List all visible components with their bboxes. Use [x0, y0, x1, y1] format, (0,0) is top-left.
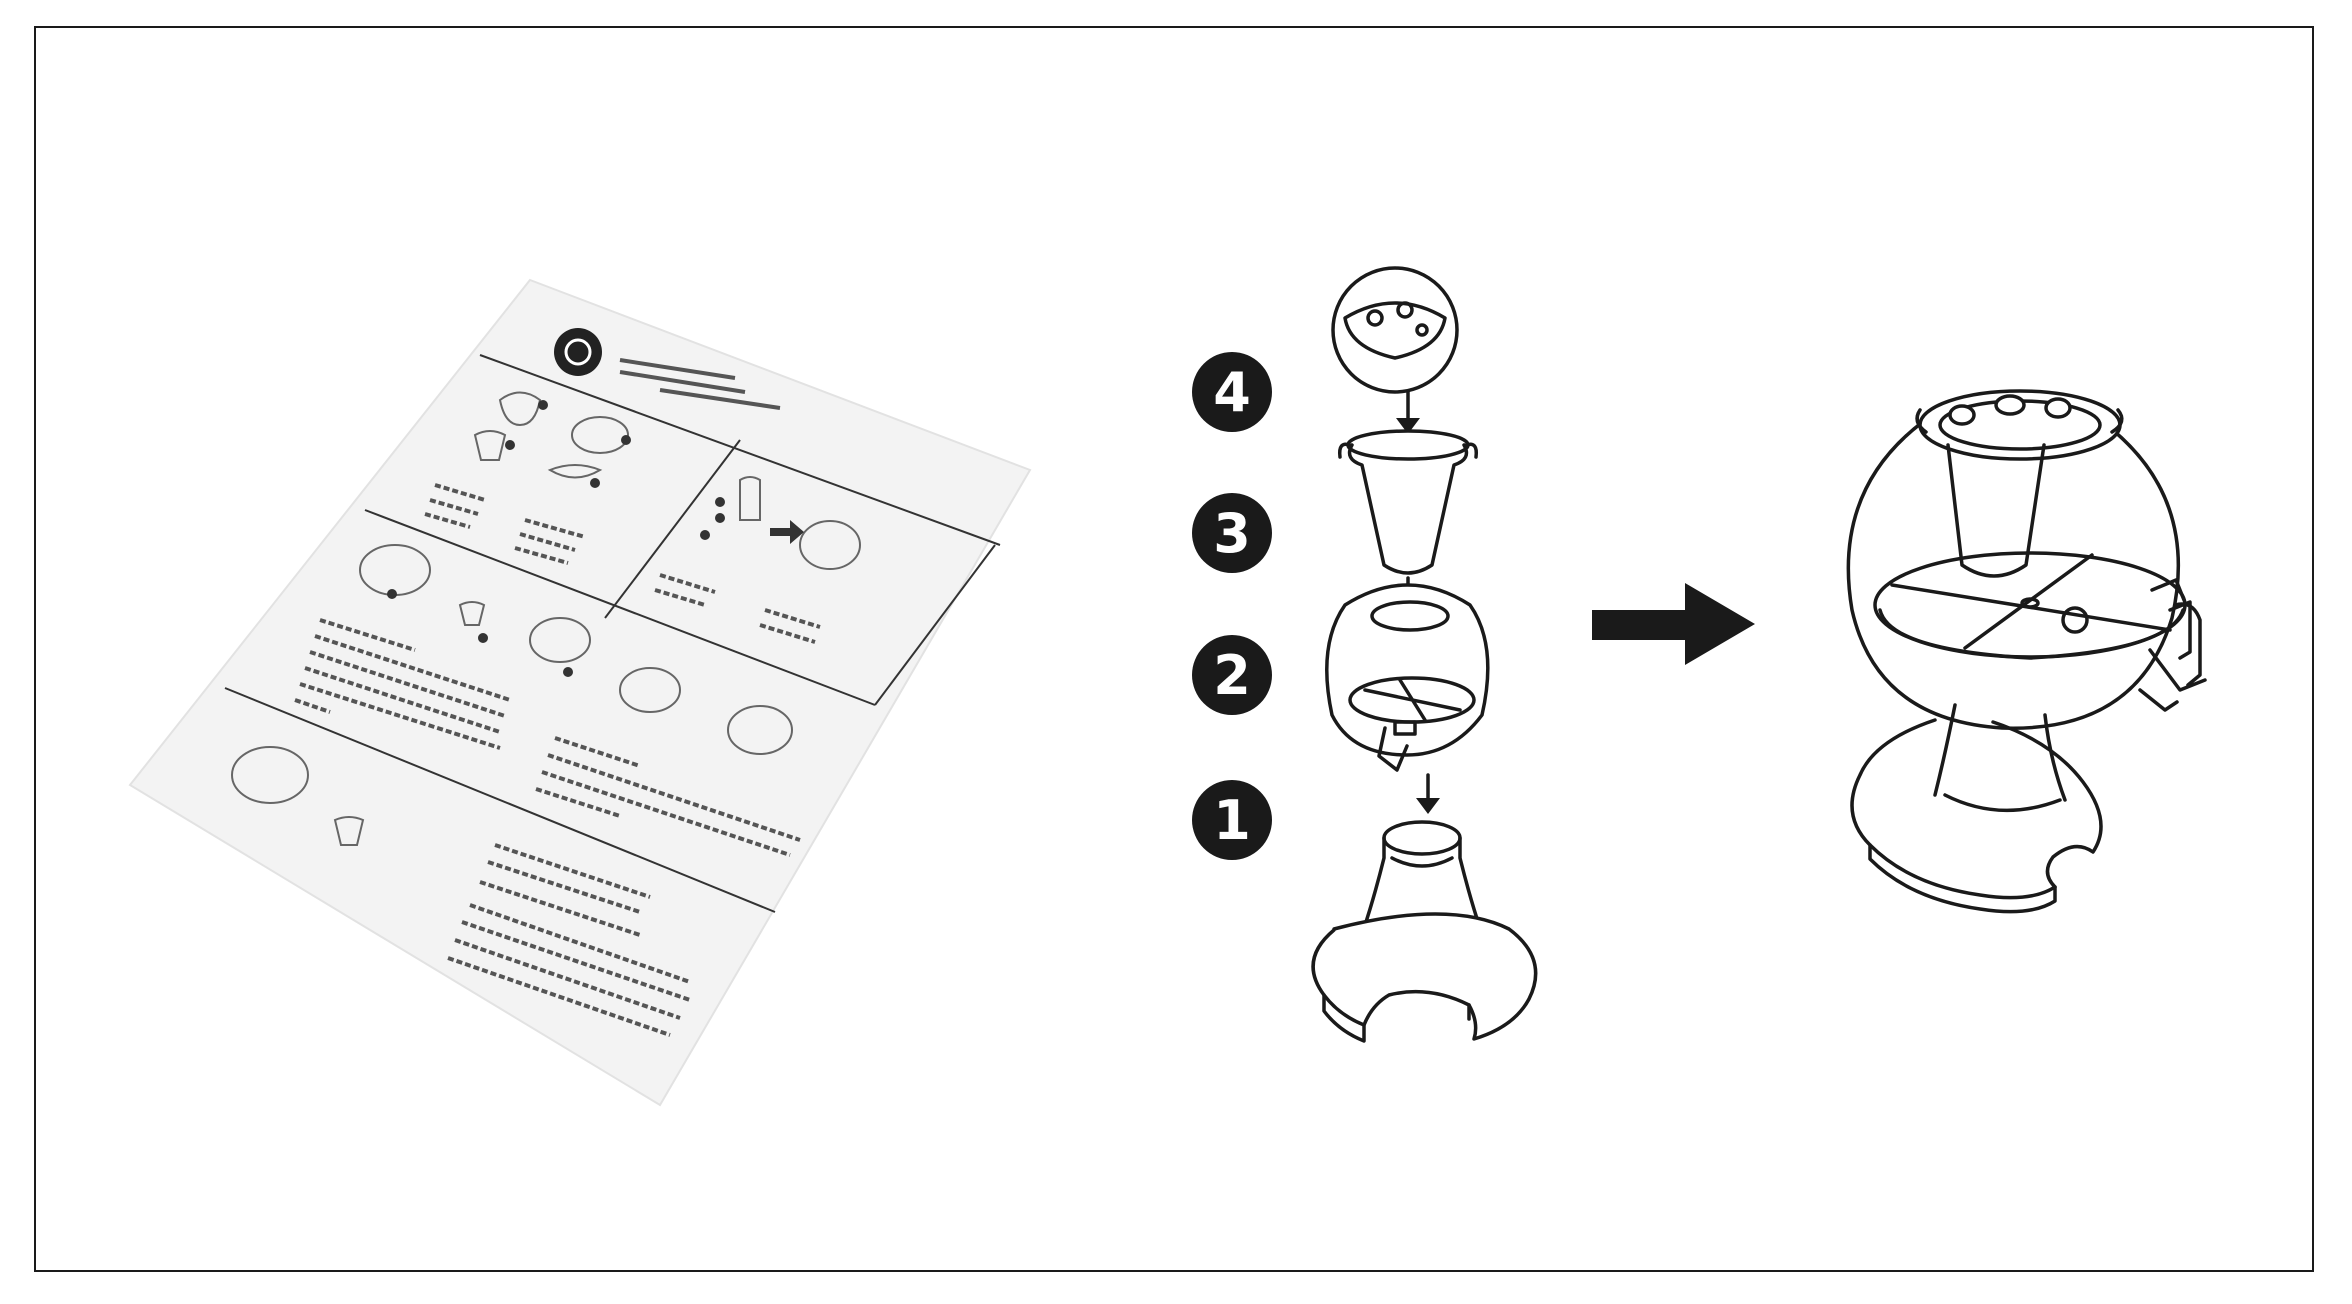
assembled-dispenser: [1846, 389, 2207, 914]
base-stand-part: [1311, 820, 1538, 1043]
ice-tube-part: [1337, 429, 1479, 575]
step-3-badge: 3: [1192, 493, 1272, 573]
svg-text:3: 3: [1213, 502, 1251, 565]
exploded-assembly: [1311, 266, 1538, 1043]
arrow-right-icon: [1592, 583, 1755, 665]
sheet-logo-icon: [554, 328, 602, 376]
instruction-sheet: [128, 278, 1032, 1107]
lid-part: [1331, 266, 1459, 394]
svg-text:4: 4: [1213, 361, 1251, 424]
step-2-badge: 2: [1192, 635, 1272, 715]
svg-text:1: 1: [1213, 789, 1251, 852]
step-1-badge: 1: [1192, 780, 1272, 860]
step-4-badge: 4: [1192, 352, 1272, 432]
globe-tank-part: [1325, 583, 1490, 772]
svg-text:2: 2: [1213, 644, 1251, 707]
step-badges: 4 3 2 1: [1192, 352, 1272, 860]
